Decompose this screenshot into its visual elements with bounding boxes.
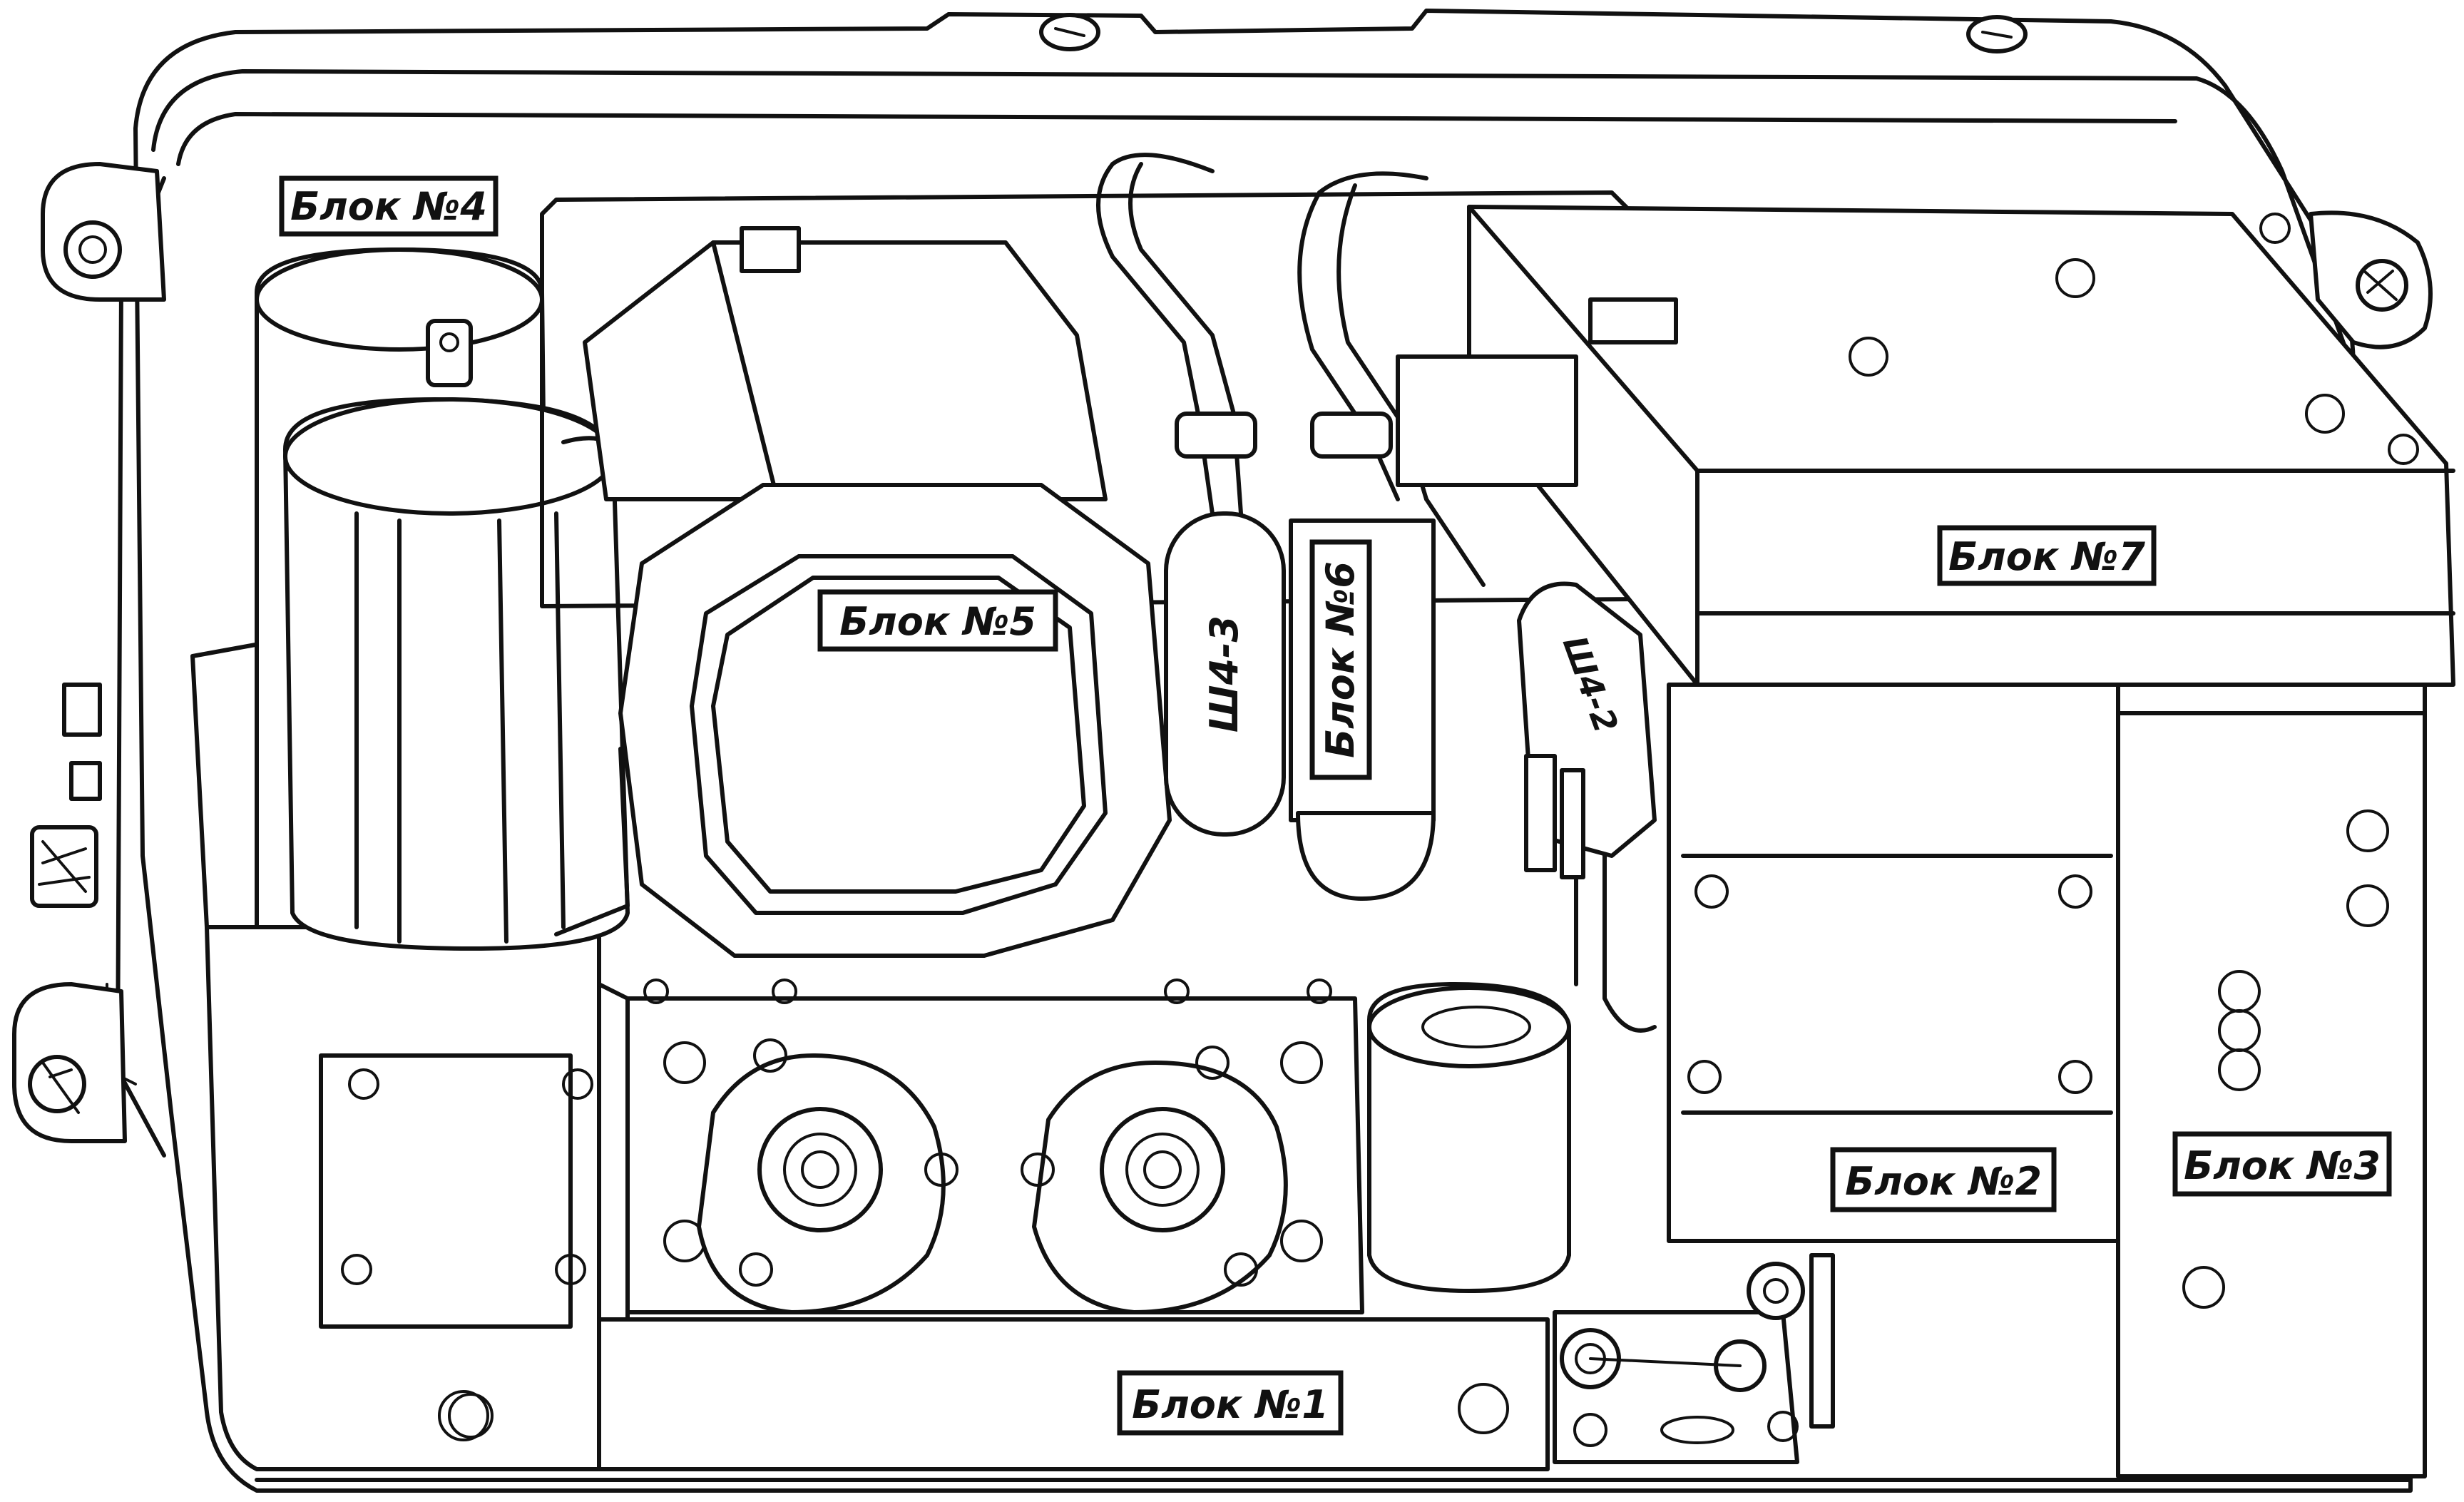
mounting-ear-top-right2-icon [1966, 15, 2028, 53]
round-connector-left-icon [697, 1038, 958, 1314]
block-6-group: Блок №6 [1289, 171, 1436, 901]
block-1-group: Блок №1 [448, 979, 1550, 1471]
plug-sh4-2-group: Ш4-2 [1424, 497, 1657, 1033]
mounting-ear-top-center-icon [1039, 13, 1100, 51]
block-5-group: Блок №5 [540, 190, 1642, 958]
mounting-ears [12, 13, 2433, 1143]
block-3-group: Блок №3 [2116, 683, 2427, 1478]
block-4-label-text: Блок №4 [290, 184, 487, 229]
block-4-label: Блок №4 [279, 175, 499, 237]
block-5-label-text: Блок №5 [839, 599, 1036, 644]
block-7-label: Блок №7 [1937, 525, 2157, 586]
plug-sh4-2-icon: Ш4-2 [1517, 581, 1657, 879]
block-7-label-text: Блок №7 [1948, 534, 2145, 579]
mounting-ear-top-right-icon [2309, 210, 2433, 349]
mounting-ear-top-left-icon [41, 162, 166, 302]
block-6-module-icon: Блок №6 [1289, 518, 1436, 901]
block-2-label-text: Блок №2 [1845, 1159, 2042, 1204]
block-4-group: Блок №4 [190, 175, 630, 1471]
capacitor-can-front-icon [283, 397, 630, 951]
transformer-octagon-icon [618, 483, 1172, 958]
plug-sh4-3-label-text: Ш4-3 [1202, 615, 1247, 732]
block-5-label: Блок №5 [817, 589, 1058, 652]
block-7-group: Блок №7 [1396, 205, 2455, 687]
block-3-label: Блок №3 [2172, 1131, 2392, 1197]
chassis-housing [106, 9, 2413, 1493]
block-2-label: Блок №2 [1830, 1147, 2057, 1212]
coil-icon [1367, 982, 1571, 1293]
block-1-label-text: Блок №1 [1132, 1382, 1329, 1427]
mounting-ear-bottom-left-icon [12, 982, 127, 1143]
plug-sh4-3-icon: Ш4-3 [1164, 511, 1286, 837]
plug-sh4-3-group: Ш4-3 [1096, 153, 1286, 837]
block-6-label-text: Блок №6 [1318, 561, 1363, 758]
block-1-label: Блок №1 [1117, 1370, 1344, 1436]
side-connector-icon [30, 683, 102, 908]
block-2-group: Блок №2 [1667, 683, 2120, 1243]
block-3-label-text: Блок №3 [2184, 1143, 2381, 1188]
terminal-bracket-icon [1553, 1253, 1835, 1464]
round-connector-right-icon [1021, 1046, 1288, 1314]
